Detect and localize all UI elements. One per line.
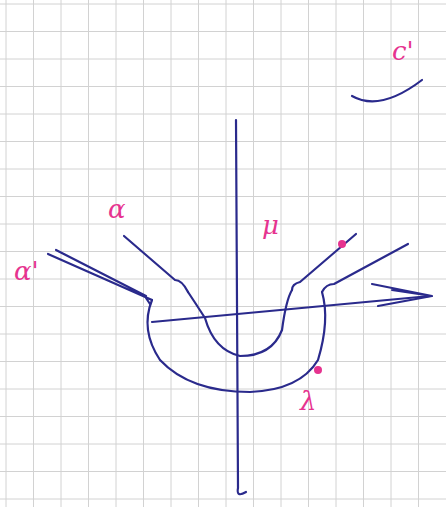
right-branch <box>322 244 408 292</box>
label-mu: μ <box>262 212 279 238</box>
grid-line <box>253 0 254 507</box>
grid-line <box>308 0 309 507</box>
grid-line <box>0 4 446 5</box>
right-inner-branch <box>292 234 356 290</box>
grid-line <box>226 0 227 507</box>
grid-line <box>0 86 446 87</box>
grid-line <box>0 114 446 115</box>
label-c-prime: c' <box>392 38 414 64</box>
grid-line <box>418 0 419 507</box>
top-right-arc <box>352 80 422 101</box>
vertical-axis <box>236 120 246 494</box>
grid-line <box>0 416 446 417</box>
point-mu <box>338 240 346 248</box>
grid-line <box>281 0 282 507</box>
label-alpha-prime: α' <box>14 258 39 284</box>
grid-line <box>0 141 446 142</box>
label-lambda: λ <box>300 388 316 414</box>
grid-line <box>116 0 117 507</box>
inner-curve <box>188 290 292 356</box>
arrow-head <box>372 284 432 306</box>
grid-line <box>363 0 364 507</box>
grid-line <box>0 59 446 60</box>
point-lambda <box>314 366 322 374</box>
grid-line <box>0 196 446 197</box>
grid-line <box>33 0 34 507</box>
grid-line <box>6 0 7 507</box>
grid-line <box>0 169 446 170</box>
grid-line <box>336 0 337 507</box>
left-inner-branch <box>124 236 188 292</box>
grid-line <box>0 31 446 32</box>
grid-line <box>0 279 446 280</box>
outer-curve <box>148 292 326 392</box>
grid-line <box>171 0 172 507</box>
grid-line <box>0 334 446 335</box>
grid-line <box>0 499 446 500</box>
grid-line <box>0 361 446 362</box>
grid-line <box>198 0 199 507</box>
left-branch <box>48 250 152 304</box>
grid-line <box>0 444 446 445</box>
grid-line <box>0 224 446 225</box>
label-alpha: α <box>108 196 126 222</box>
grid-line <box>0 471 446 472</box>
grid-line <box>0 251 446 252</box>
grid-line <box>88 0 89 507</box>
